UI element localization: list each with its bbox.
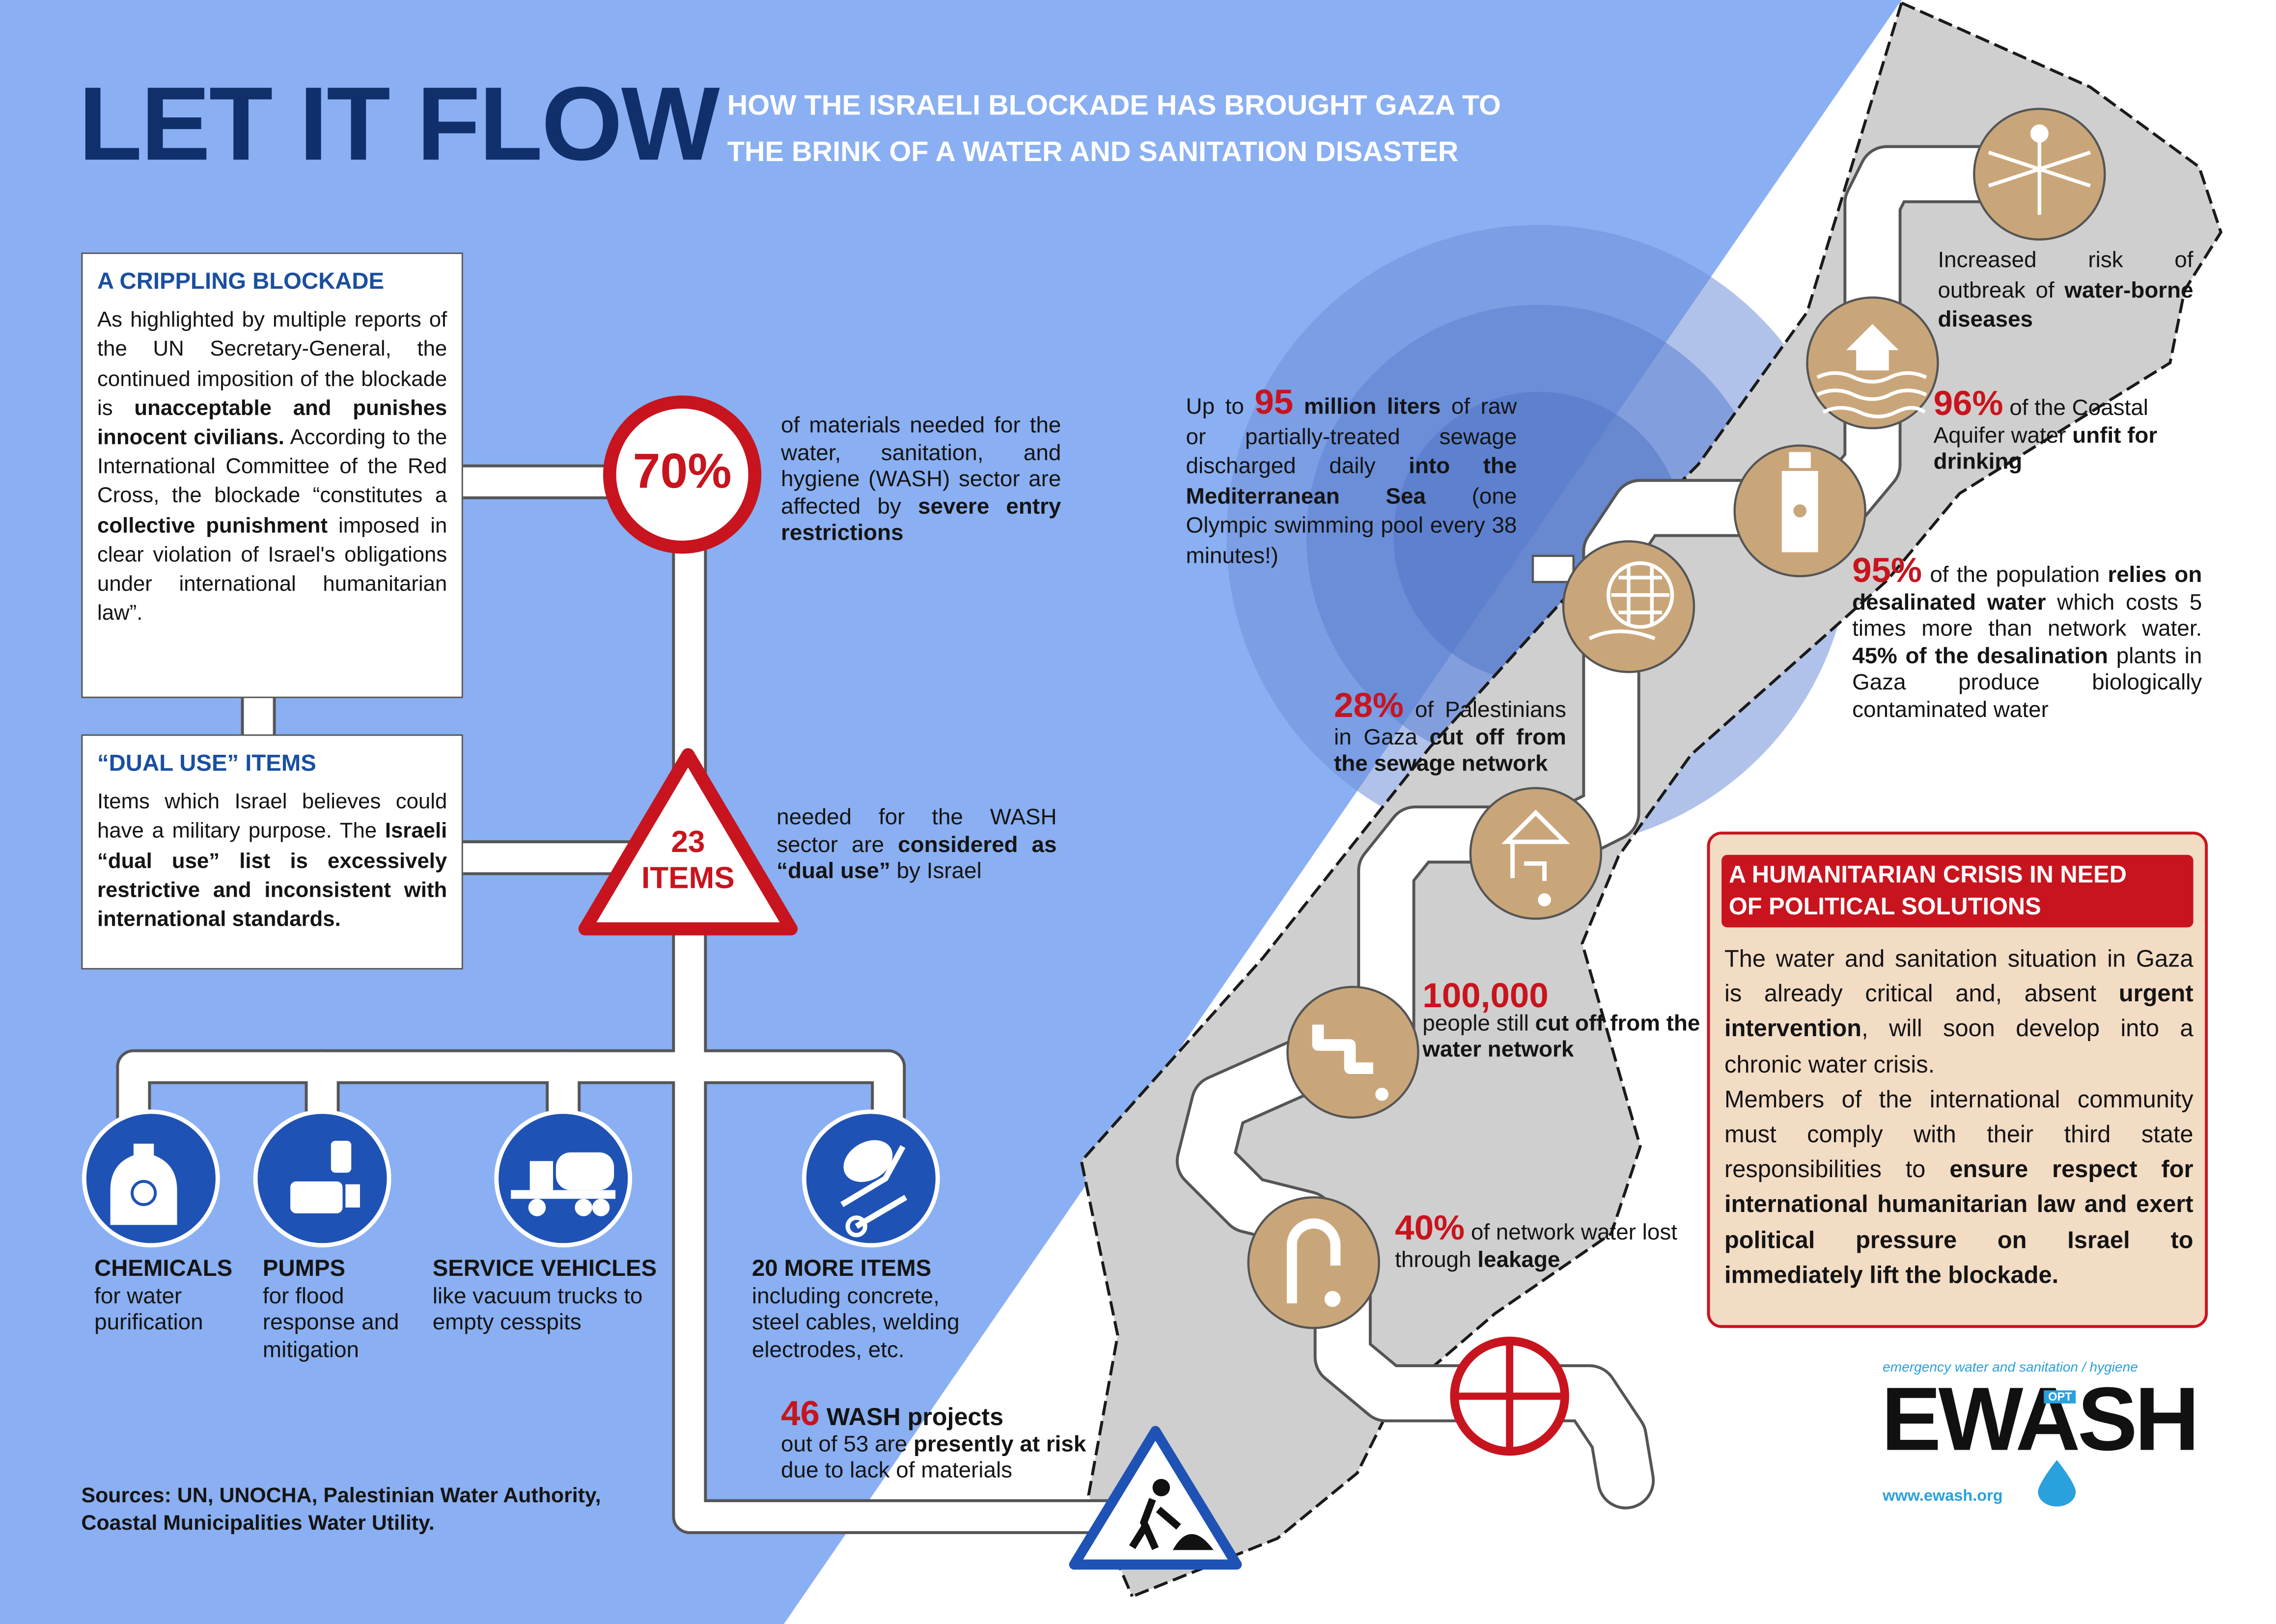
crisis-box: A HUMANITARIAN CRISIS IN NEED OF POLITIC… bbox=[1707, 831, 2208, 1328]
house-tap-icon bbox=[1469, 787, 1603, 920]
dual-use-heading: “DUAL USE” ITEMS bbox=[97, 751, 316, 777]
leakage-stat: 40% of network water lost through leakag… bbox=[1395, 1209, 1677, 1272]
mosquito-icon bbox=[1973, 108, 2106, 241]
sewage-network-stat: 28% of Palestinians in Gaza cut off from… bbox=[1334, 686, 1566, 777]
crisis-heading: A HUMANITARIAN CRISIS IN NEED OF POLITIC… bbox=[1721, 854, 2193, 928]
valve-wheel-icon bbox=[1450, 1336, 1569, 1456]
logo-tagline: emergency water and sanitation / hygiene bbox=[1883, 1360, 2138, 1376]
blockade-card: A CRIPPLING BLOCKADE As highlighted by m… bbox=[81, 252, 463, 698]
ewash-logo: EWASH bbox=[1881, 1370, 2199, 1470]
water-bottle-icon bbox=[1733, 444, 1866, 578]
crisis-text: The water and sanitation situation in Ga… bbox=[1724, 946, 2193, 1289]
truck-icon bbox=[494, 1109, 633, 1248]
gaza-strip-map bbox=[1081, 2, 2221, 1596]
cement-mixer-icon bbox=[802, 1109, 940, 1248]
pipe-tap-icon bbox=[1286, 986, 1419, 1119]
logo-opt-badge: OPT bbox=[2044, 1390, 2077, 1404]
page-subtitle: HOW THE ISRAELI BLOCKADE HAS BROUGHT GAZ… bbox=[727, 90, 1501, 168]
flooded-house-icon bbox=[1806, 296, 1939, 430]
disease-risk-stat: Increased risk of outbreak of water-born… bbox=[1938, 248, 2193, 332]
blockade-heading: A CRIPPLING BLOCKADE bbox=[97, 270, 385, 295]
wash-projects-stat: 46 WASH projects out of 53 are presently… bbox=[781, 1395, 1086, 1484]
roadwork-sign-icon bbox=[1069, 1426, 1242, 1570]
chemical-bottle-icon bbox=[82, 1109, 220, 1248]
desalination-stat: 95% of the population relies on desalina… bbox=[1852, 551, 2202, 722]
sewage-discharge-stat: Up to 95 million liters of raw or partia… bbox=[1186, 383, 1517, 569]
page-title: LET IT FLOW bbox=[78, 66, 720, 183]
materials-stat-text: of materials needed for the water, sanit… bbox=[781, 413, 1061, 546]
valve-label: ON OFF bbox=[1470, 1392, 1500, 1401]
water-drop-icon bbox=[2038, 1460, 2076, 1507]
water-network-stat: 100,000 people still cut off from the wa… bbox=[1422, 976, 1700, 1063]
sewage-outlet-icon bbox=[1562, 540, 1695, 673]
aquifer-stat: 96% of the Coastal Aquifer water unfit f… bbox=[1933, 385, 2158, 475]
dual-use-count: 23 ITEMS bbox=[641, 826, 735, 896]
sources: Sources: UN, UNOCHA, Palestinian Water A… bbox=[81, 1485, 601, 1536]
warning-triangle-icon bbox=[578, 748, 798, 936]
dual-use-card: “DUAL USE” ITEMS Items which Israel beli… bbox=[81, 734, 463, 970]
logo-url[interactable]: www.ewash.org bbox=[1883, 1487, 2003, 1505]
leaking-pipe-icon bbox=[1247, 1196, 1380, 1329]
dual-use-stat-text: needed for the WASH sector are considere… bbox=[777, 805, 1057, 884]
percent-ring-icon bbox=[603, 395, 762, 554]
pump-icon bbox=[253, 1109, 391, 1248]
materials-percent: 70% bbox=[633, 444, 732, 499]
